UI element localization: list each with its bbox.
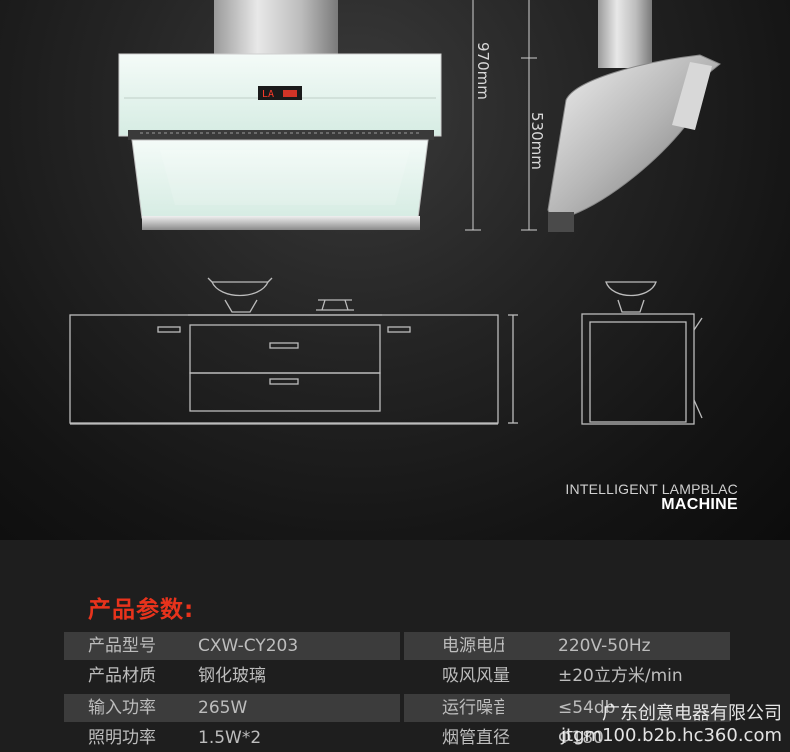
param-value: Φ180 bbox=[558, 728, 604, 748]
param-label: 产品型号 bbox=[64, 632, 164, 660]
tagline-line2: MACHINE bbox=[661, 496, 738, 513]
param-row: 照明功率 1.5W*2 烟管直径 Φ180 bbox=[64, 724, 730, 752]
watermark: 广东创意电器有限公司 jtgm100.b2b.hc360.com bbox=[561, 703, 782, 747]
param-label: 输入功率 bbox=[64, 694, 164, 722]
param-row: 输入功率 265W 运行噪音 ≤54db bbox=[64, 694, 730, 722]
param-label: 电源电压 bbox=[404, 632, 510, 660]
tagline-line1: INTELLIGENT LAMPBLAC bbox=[565, 481, 738, 497]
param-label: 产品材质 bbox=[88, 666, 156, 686]
side-height-label: 530mm bbox=[528, 112, 546, 170]
param-value: 钢化玻璃 bbox=[198, 666, 266, 686]
param-label: 吸风风量 bbox=[442, 666, 510, 686]
product-parameters-section: 产品参数: 产品型号 CXW-CY203 电源电压 220V-50Hz 产品材质… bbox=[0, 540, 790, 750]
param-value: 265W bbox=[164, 694, 400, 722]
param-value: ±20立方米/min bbox=[558, 666, 683, 686]
param-label: 烟管直径 bbox=[442, 728, 510, 748]
param-label: 运行噪音 bbox=[404, 694, 510, 722]
total-height-label: 970mm bbox=[474, 42, 492, 100]
product-hero: LA bbox=[0, 0, 790, 540]
params-title: 产品参数: bbox=[88, 597, 195, 623]
watermark-company: 广东创意电器有限公司 bbox=[602, 703, 782, 724]
param-value: 220V-50Hz bbox=[504, 632, 730, 660]
param-value: CXW-CY203 bbox=[164, 632, 400, 660]
kitchen-cabinet-drawing bbox=[69, 277, 703, 425]
param-value: ≤54db bbox=[504, 694, 730, 722]
product-illustration: LA bbox=[69, 0, 721, 425]
watermark-url: jtgm100.b2b.hc360.com bbox=[561, 725, 782, 746]
display-text: LA bbox=[262, 89, 274, 100]
range-hood-front: LA bbox=[118, 0, 442, 230]
param-value: 1.5W*2 bbox=[198, 728, 262, 748]
range-hood-side bbox=[547, 0, 721, 232]
param-row: 产品材质 钢化玻璃 吸风风量 ±20立方米/min bbox=[64, 662, 730, 690]
param-row: 产品型号 CXW-CY203 电源电压 220V-50Hz bbox=[64, 632, 730, 660]
param-label: 照明功率 bbox=[88, 728, 156, 748]
dimension-970 bbox=[465, 0, 537, 231]
